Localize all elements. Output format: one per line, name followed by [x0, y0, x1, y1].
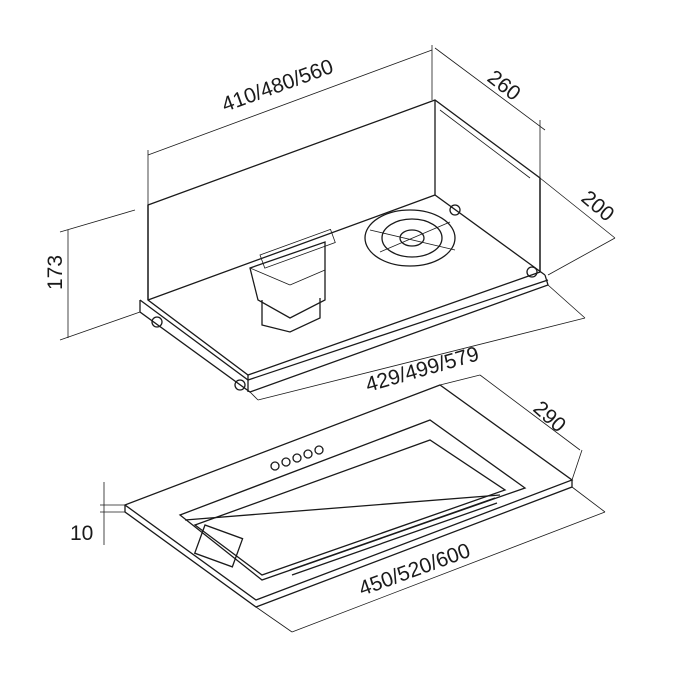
glass-panel: [123, 384, 574, 608]
dim-mid-width: 429/499/579: [363, 343, 482, 397]
button-icon: [281, 457, 291, 467]
built-in-unit: [139, 99, 549, 393]
screw-icon: [449, 204, 461, 216]
dimension-lines: [59, 45, 616, 633]
button-icon: [292, 453, 302, 463]
dim-panel-depth: 290: [529, 397, 570, 438]
screw-icon: [151, 316, 163, 328]
screw-icon: [234, 379, 246, 391]
dim-inner-depth: 200: [577, 186, 619, 226]
screw-icon: [526, 266, 538, 278]
control-buttons: [270, 445, 324, 471]
dim-top-depth: 260: [483, 66, 525, 106]
button-icon: [270, 461, 280, 471]
button-icon: [314, 445, 324, 455]
dim-panel-thickness: 10: [70, 522, 93, 545]
dim-height: 173: [44, 255, 67, 290]
control-box: [249, 228, 336, 333]
button-icon: [303, 449, 313, 459]
fan-motor-icon: [364, 209, 456, 267]
